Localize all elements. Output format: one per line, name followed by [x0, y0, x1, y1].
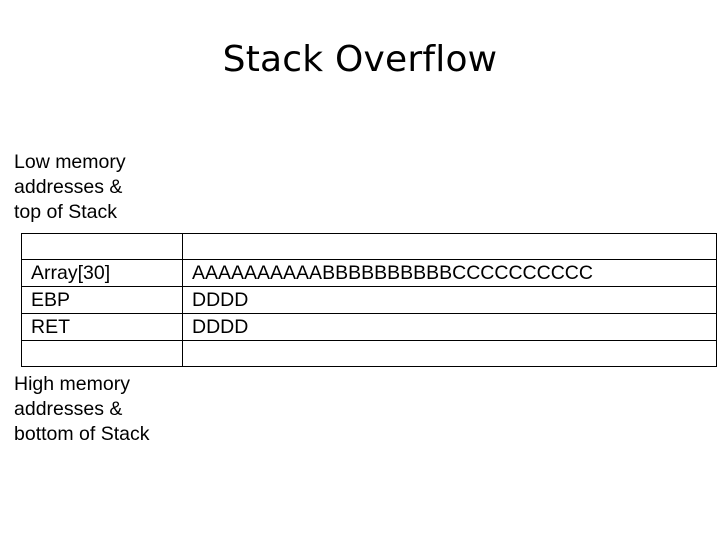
annotation-low-memory: Low memory addresses & top of Stack: [14, 150, 126, 225]
table-row: [21, 233, 717, 260]
annotation-low-memory-line-3: top of Stack: [14, 201, 117, 223]
annotation-low-memory-line-2: addresses &: [14, 176, 123, 198]
stack-cell-label-ret: RET: [21, 313, 183, 341]
annotation-high-memory-line-3: bottom of Stack: [14, 423, 150, 445]
annotation-high-memory-line-1: High memory: [14, 373, 130, 395]
stack-cell-value-array: AAAAAAAAAABBBBBBBBBBCCCCCCCCCC: [182, 259, 717, 287]
annotation-low-memory-line-1: Low memory: [14, 151, 126, 173]
stack-cell-label-bottom-pad: [21, 340, 183, 367]
table-row: EBP DDDD: [21, 286, 717, 314]
annotation-high-memory: High memory addresses & bottom of Stack: [14, 372, 149, 447]
stack-cell-label-array: Array[30]: [21, 259, 183, 287]
stack-cell-value-bottom-pad: [182, 340, 717, 367]
stack-cell-value-ret: DDDD: [182, 313, 717, 341]
stack-cell-label-top-pad: [21, 233, 183, 260]
page-title: Stack Overflow: [222, 39, 498, 80]
stack-cell-label-ebp: EBP: [21, 286, 183, 314]
table-row: [21, 340, 717, 367]
table-row: RET DDDD: [21, 313, 717, 341]
annotation-high-memory-line-2: addresses &: [14, 398, 123, 420]
stack-cell-value-top-pad: [182, 233, 717, 260]
stack-layout-table: Array[30] AAAAAAAAAABBBBBBBBBBCCCCCCCCCC…: [21, 233, 717, 367]
stack-cell-value-ebp: DDDD: [182, 286, 717, 314]
table-row: Array[30] AAAAAAAAAABBBBBBBBBBCCCCCCCCCC: [21, 259, 717, 287]
